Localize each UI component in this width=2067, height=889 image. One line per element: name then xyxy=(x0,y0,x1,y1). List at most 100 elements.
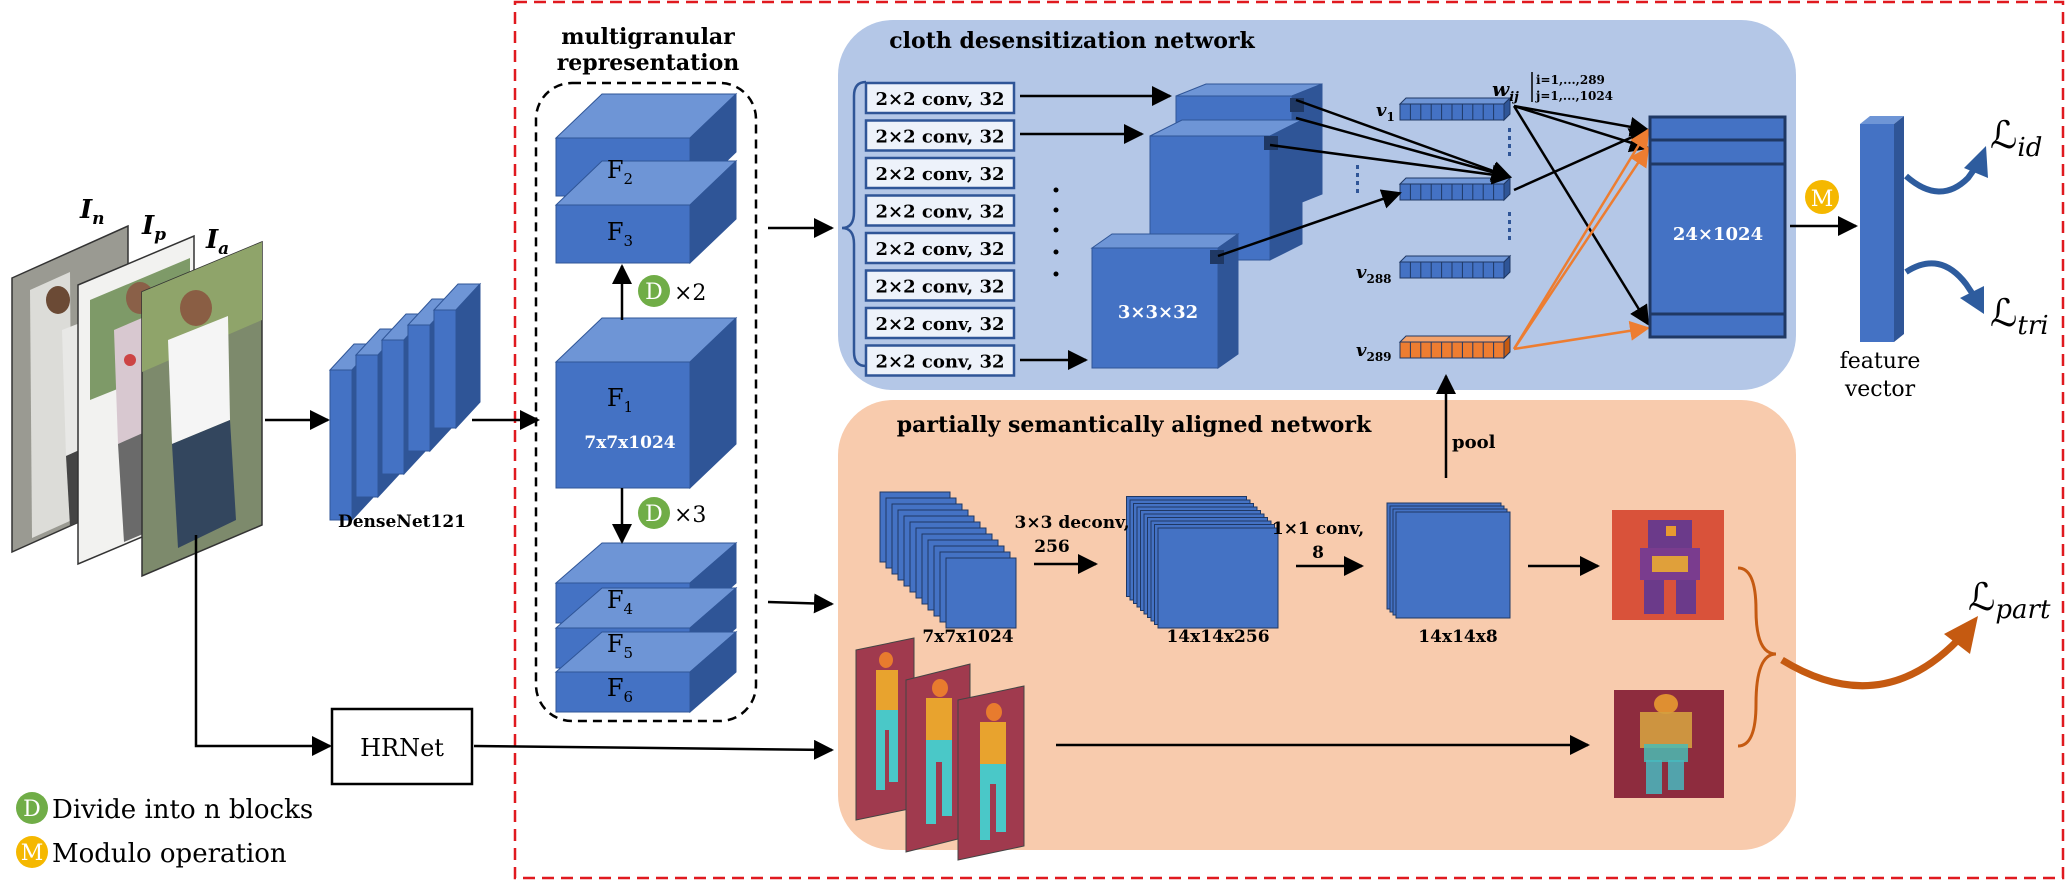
block-f6-label: F6 xyxy=(607,674,633,706)
arrow-v289-to-matrix-b xyxy=(1512,146,1650,350)
conv-output-cubes xyxy=(1090,83,1323,369)
svg-text:D: D xyxy=(23,797,41,822)
stack3-label: 14x14x8 xyxy=(1418,627,1497,647)
svg-text:D: D xyxy=(645,502,663,527)
weight-index-i: i=1,...,289 xyxy=(1536,73,1605,87)
loss-tri-label: ℒtri xyxy=(1990,291,2049,341)
hrnet-box xyxy=(330,707,474,786)
partially-aligned-panel xyxy=(838,400,1796,850)
loss-part-label: ℒpart xyxy=(1968,575,2051,625)
deconv-label-line2: 256 xyxy=(1034,537,1070,557)
arrow-v289-to-matrix-c xyxy=(1513,320,1650,351)
legend-divide-text: Divide into n blocks xyxy=(52,795,313,825)
svg-text:M: M xyxy=(21,841,44,866)
conv-brace xyxy=(841,80,867,368)
conv1x1-label-line2: 8 xyxy=(1312,543,1324,563)
weight-index-j: j=1,...,1024 xyxy=(1535,89,1613,103)
conv-box: 2×2 conv, 32 xyxy=(864,306,1016,340)
part-loss-brace xyxy=(1737,566,1777,748)
vector-v1-label: v1 xyxy=(1376,100,1395,124)
multigranular-title-line1: multigranular xyxy=(561,24,735,50)
part-network-title: partially semantically aligned network xyxy=(897,412,1372,438)
multigranular-frame xyxy=(534,81,758,723)
conv-box-label: 2×2 conv, 32 xyxy=(875,239,1004,260)
multigranular-title-line2: representation xyxy=(557,50,740,76)
vector-v288-label: v288 xyxy=(1356,262,1392,286)
pool-label: pool xyxy=(1452,432,1496,453)
arrow-cube2-to-vector xyxy=(1269,143,1512,185)
conv-box-label: 2×2 conv, 32 xyxy=(875,352,1004,373)
conv-box: 2×2 conv, 32 xyxy=(864,231,1016,265)
loss-part-arrow xyxy=(1780,637,1961,690)
legend-divide: D Divide into n blocks xyxy=(16,792,313,825)
arrow-v289-to-matrix-a xyxy=(1512,128,1650,350)
loss-tri-arrow xyxy=(1904,260,1977,298)
arrow-cube1b-to-vector xyxy=(1295,116,1512,182)
deconv-label-line1: 3×3 deconv, xyxy=(1015,513,1130,533)
vector-v289-label: v289 xyxy=(1356,340,1392,364)
loss-id-arrowhead xyxy=(1964,146,1988,178)
conv-box: 2×2 conv, 32 xyxy=(864,119,1016,152)
block-f2-label: F2 xyxy=(607,156,633,188)
conv-box-label: 2×2 conv, 32 xyxy=(875,89,1004,110)
conv-box-label: 2×2 conv, 32 xyxy=(875,127,1004,148)
cube-kernel-3 xyxy=(1210,250,1224,264)
parsing-map-2 xyxy=(905,663,971,853)
arrow-vmid-to-matrix xyxy=(1513,128,1650,192)
arrow-v1-to-matrix-c xyxy=(1512,105,1650,326)
part-feature-stacks xyxy=(879,491,1511,629)
loss-tri-arrowhead xyxy=(1960,286,1984,314)
feature-vector-bar xyxy=(1860,116,1904,342)
divide-count-down: ×3 xyxy=(674,503,706,528)
block-f4-label: F4 xyxy=(607,586,633,618)
vector-bars xyxy=(1398,96,1512,360)
stack2-label: 14x14x256 xyxy=(1166,627,1269,647)
stack1-label: 7x7x1024 xyxy=(922,627,1013,647)
legend-divide-badge xyxy=(16,792,48,824)
loss-id-arrow xyxy=(1904,162,1981,195)
hrnet-label: HRNet xyxy=(360,734,444,762)
ground-truth-part-map xyxy=(1614,690,1724,798)
parsing-map-1 xyxy=(855,637,915,821)
cube-kernel-2 xyxy=(1264,136,1278,150)
feature-stack-14x14x8 xyxy=(1386,502,1511,619)
arrow-to-part-network xyxy=(767,593,834,614)
divide-badge-down: D xyxy=(638,497,670,529)
conv-box-label: 2×2 conv, 32 xyxy=(875,277,1004,298)
svg-text:D: D xyxy=(645,280,663,305)
input-label-n: In xyxy=(79,195,105,229)
block-f3 xyxy=(554,159,738,265)
conv-box: 2×2 conv, 32 xyxy=(864,194,1016,227)
arrow-hrnet-to-parsing xyxy=(473,739,834,760)
parsing-map-3 xyxy=(957,685,1025,861)
feature-stack-7x7x1024 xyxy=(879,491,1017,629)
modulo-badge: M xyxy=(1805,180,1839,214)
feature-label-line1: feature xyxy=(1840,349,1921,374)
legend-modulo: M Modulo operation xyxy=(16,836,287,869)
legend-modulo-badge xyxy=(16,836,48,868)
block-f1 xyxy=(554,316,738,490)
block-f1-dims: 7x7x1024 xyxy=(584,433,675,453)
feature-stack-14x14x256 xyxy=(1126,496,1279,629)
arrow-cube1-to-vector xyxy=(1295,98,1512,181)
conv-box-label: 2×2 conv, 32 xyxy=(875,164,1004,185)
multigranular-blocks xyxy=(554,92,738,714)
divide-count-up: ×2 xyxy=(674,281,706,306)
vector-vmid xyxy=(1398,176,1512,202)
loss-id-label: ℒid xyxy=(1990,113,2042,163)
pipeline-region-border xyxy=(513,0,2065,880)
conv-box: 2×2 conv, 32 xyxy=(864,269,1016,302)
densenet-layer-5 xyxy=(432,282,482,430)
block-f1-label: F1 xyxy=(607,384,633,416)
conv-box: 2×2 conv, 32 xyxy=(864,344,1016,377)
input-image-a xyxy=(141,240,263,578)
conv-box: 2×2 conv, 32 xyxy=(864,156,1016,190)
svg-text:M: M xyxy=(1811,187,1834,212)
arrow-cube3-to-vector xyxy=(1217,189,1402,258)
conv1x1-label-line1: 1×1 conv, xyxy=(1272,519,1364,539)
conv-box: 2×2 conv, 32 xyxy=(864,81,1016,115)
weight-label: wij xyxy=(1492,77,1519,105)
block-f5-label: F5 xyxy=(607,630,633,662)
cube-dims-label: 3×3×32 xyxy=(1118,302,1198,323)
conv-box-label: 2×2 conv, 32 xyxy=(875,202,1004,223)
